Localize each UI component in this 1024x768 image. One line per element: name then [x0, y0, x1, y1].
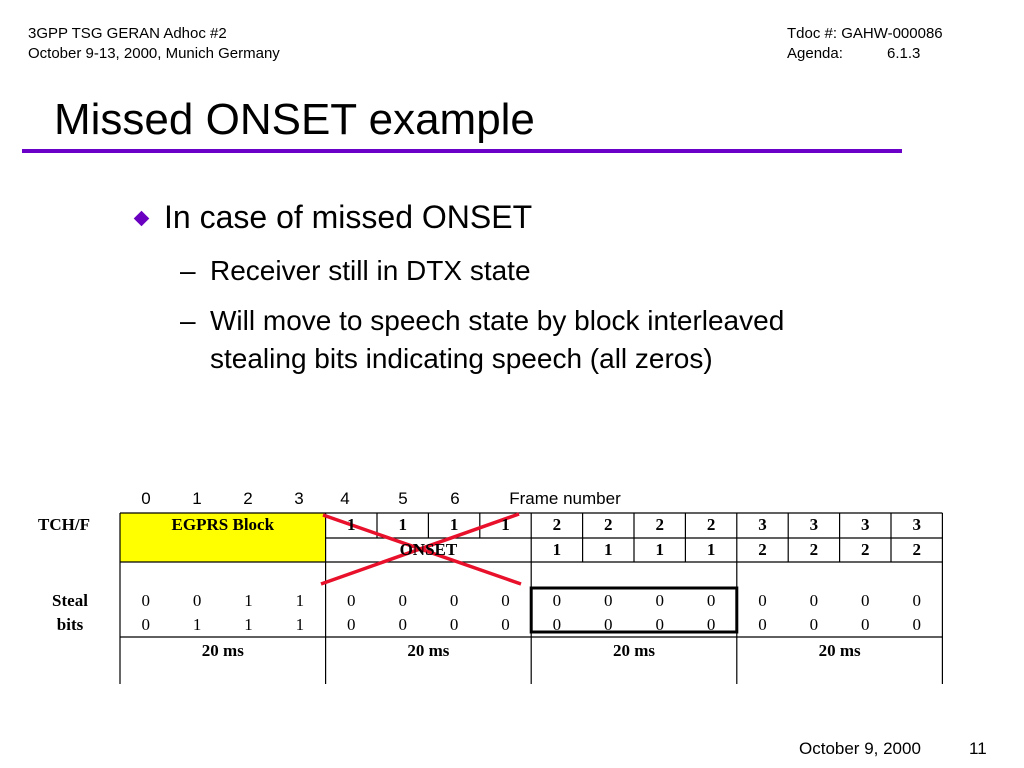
steal-bit: 0: [141, 591, 150, 610]
duration-label: 20 ms: [407, 641, 450, 660]
header-tdoc: Tdoc #: GAHW-000086: [787, 25, 943, 42]
steal-bit: 0: [861, 591, 870, 610]
frame-number-label: 6: [450, 489, 460, 508]
steal-bit: 0: [347, 615, 356, 634]
steal-bit: 0: [758, 591, 767, 610]
header-agenda-value: 6.1.3: [887, 45, 921, 62]
steal-bit: 0: [809, 591, 819, 610]
sub-bullet-dash: –: [180, 255, 196, 286]
steal-bit: 0: [706, 615, 716, 634]
steal-bit: 0: [501, 591, 510, 610]
onset-cell: 2: [758, 540, 767, 559]
onset-cell: 2: [912, 540, 921, 559]
steal-bit: 0: [655, 615, 664, 634]
frame-number-title: Frame number: [509, 489, 621, 508]
tchf-cell: 1: [347, 515, 356, 534]
steal-bit: 0: [552, 615, 562, 634]
duration-label: 20 ms: [818, 641, 861, 660]
onset-cell: 1: [655, 540, 664, 559]
sub-bullet-2-line1: Will move to speech state by block inter…: [210, 305, 785, 336]
tchf-cell: 3: [861, 515, 870, 534]
footer-page-number: 11: [969, 739, 987, 758]
steal-bit: 0: [809, 615, 819, 634]
frame-number-label: 3: [294, 489, 304, 508]
steal-bit: 0: [449, 591, 459, 610]
steal-bit: 1: [295, 591, 305, 610]
onset-cell: 1: [706, 540, 716, 559]
footer-date: October 9, 2000: [799, 739, 921, 758]
tchf-cell: 2: [706, 515, 716, 534]
frame-number-label: 0: [141, 489, 151, 508]
sub-bullet-1: Receiver still in DTX state: [210, 255, 531, 286]
tchf-cell: 2: [655, 515, 664, 534]
sub-bullet-2-line2: stealing bits indicating speech (all zer…: [210, 343, 713, 374]
steal-bit: 0: [141, 615, 150, 634]
steal-bit: 0: [192, 591, 202, 610]
steal-bit: 1: [244, 591, 253, 610]
onset-cell: 1: [552, 540, 562, 559]
steal-bit: 0: [347, 591, 356, 610]
slide-title: Missed ONSET example: [54, 95, 535, 144]
header-agenda-label: Agenda:: [787, 45, 843, 62]
steal-bit: 0: [912, 591, 921, 610]
steal-bit: 1: [295, 615, 305, 634]
steal-bit: 0: [604, 591, 613, 610]
onset-cell: 1: [604, 540, 613, 559]
tchf-cell: 3: [912, 515, 921, 534]
bits-label: bits: [56, 615, 84, 634]
duration-label: 20 ms: [612, 641, 655, 660]
steal-bit: 0: [758, 615, 767, 634]
cross-line-up: [320, 512, 520, 586]
tchf-cell: 1: [449, 515, 459, 534]
frame-number-label: 2: [243, 489, 253, 508]
highlight-box: [529, 586, 739, 634]
steal-bit: 0: [655, 591, 664, 610]
tchf-label: TCH/F: [38, 515, 90, 534]
steal-bit: 0: [501, 615, 510, 634]
header-event: 3GPP TSG GERAN Adhoc #2: [28, 25, 227, 42]
steal-bit: 0: [398, 591, 407, 610]
steal-bit: 1: [244, 615, 253, 634]
onset-cell: 2: [809, 540, 819, 559]
tchf-cell: 3: [758, 515, 767, 534]
tchf-cell: 2: [604, 515, 613, 534]
steal-bit: 0: [552, 591, 562, 610]
sub-bullet-dash: –: [180, 305, 196, 336]
steal-bit: 0: [861, 615, 870, 634]
frame-number-label: 1: [192, 489, 202, 508]
steal-bit: 0: [912, 615, 921, 634]
bullet-main: In case of missed ONSET: [164, 199, 533, 235]
steal-bit: 0: [449, 615, 459, 634]
egprs-block-fill: [120, 513, 326, 562]
title-underline: [22, 149, 902, 153]
steal-bit: 1: [192, 615, 202, 634]
frame-number-label: 5: [398, 489, 408, 508]
steal-label: Steal: [52, 591, 88, 610]
header-date-location: October 9-13, 2000, Munich Germany: [28, 45, 280, 62]
duration-label: 20 ms: [201, 641, 244, 660]
onset-cell: 2: [861, 540, 870, 559]
onset-label: ONSET: [399, 540, 458, 559]
egprs-block-label: EGPRS Block: [171, 515, 275, 534]
steal-bit: 0: [398, 615, 407, 634]
tchf-cell: 1: [398, 515, 407, 534]
steal-bit: 0: [604, 615, 613, 634]
frame-number-label: 4: [340, 489, 350, 508]
tchf-cell: 3: [809, 515, 819, 534]
steal-bit: 0: [706, 591, 716, 610]
tchf-cell: 1: [501, 515, 510, 534]
tchf-cell: 2: [552, 515, 562, 534]
